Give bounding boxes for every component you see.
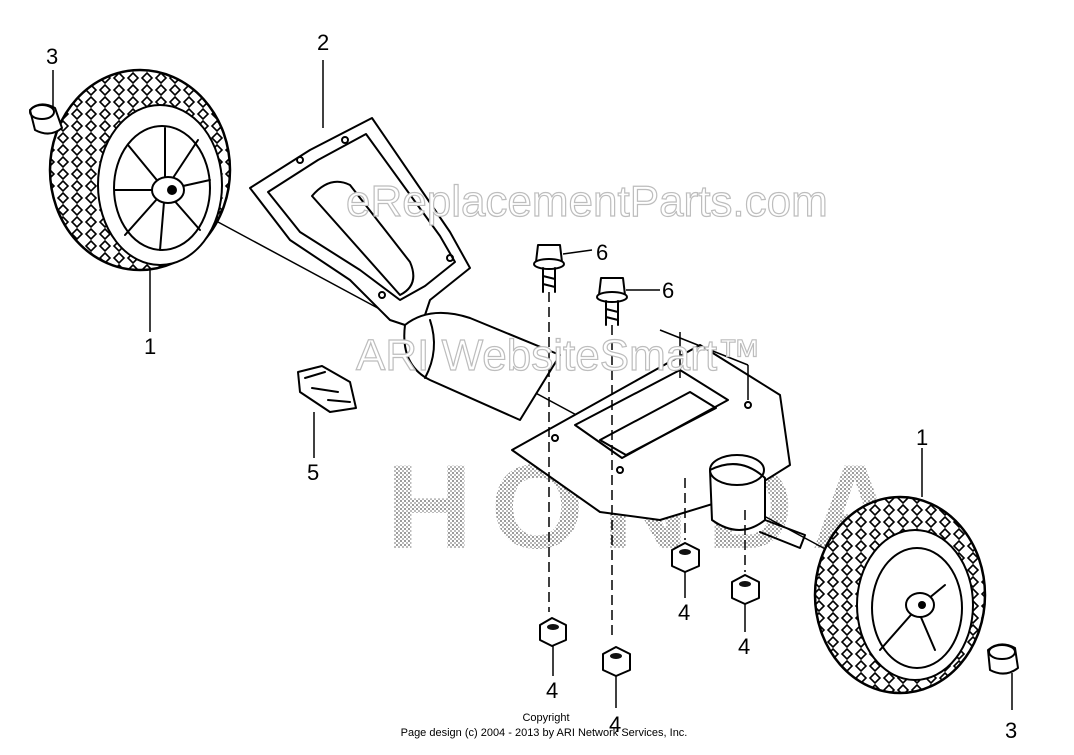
- site-watermark: eReplacementParts.com: [346, 177, 828, 226]
- callout-nut-c: 4: [678, 600, 690, 625]
- callout-clip: 5: [307, 460, 319, 485]
- clip: [297, 365, 357, 413]
- wheel-left: [48, 68, 232, 272]
- hub-cap-left: [29, 103, 63, 135]
- wheel-right: [813, 495, 987, 695]
- callout-nut-b: 4: [609, 712, 621, 737]
- callout-cap-right: 3: [1005, 718, 1017, 743]
- nut-b: [602, 646, 631, 677]
- callout-nut-d: 4: [738, 634, 750, 659]
- callout-wheel-right: 1: [916, 425, 928, 450]
- callout-frame: 2: [317, 30, 329, 55]
- nut-a: [539, 617, 567, 647]
- callout-wheel-left: 1: [144, 334, 156, 359]
- hub-cap-right: [987, 643, 1019, 675]
- smart-watermark: ARI WebsiteSmart™: [356, 331, 761, 380]
- callout-nut-a: 4: [546, 678, 558, 703]
- leader-lines: [52, 60, 1013, 710]
- bolt-a: [533, 244, 565, 293]
- nut-d: [731, 574, 760, 605]
- callout-bolt-b: 6: [662, 278, 674, 303]
- frame: [249, 117, 806, 549]
- copyright-notice: Page design (c) 2004 - 2013 by ARI Netwo…: [401, 727, 688, 739]
- callout-bolt-a: 6: [596, 240, 608, 265]
- callout-cap-left: 3: [46, 44, 58, 69]
- bolt-b: [596, 277, 628, 326]
- nut-c: [671, 542, 700, 573]
- copyright-label: Copyright: [522, 712, 569, 724]
